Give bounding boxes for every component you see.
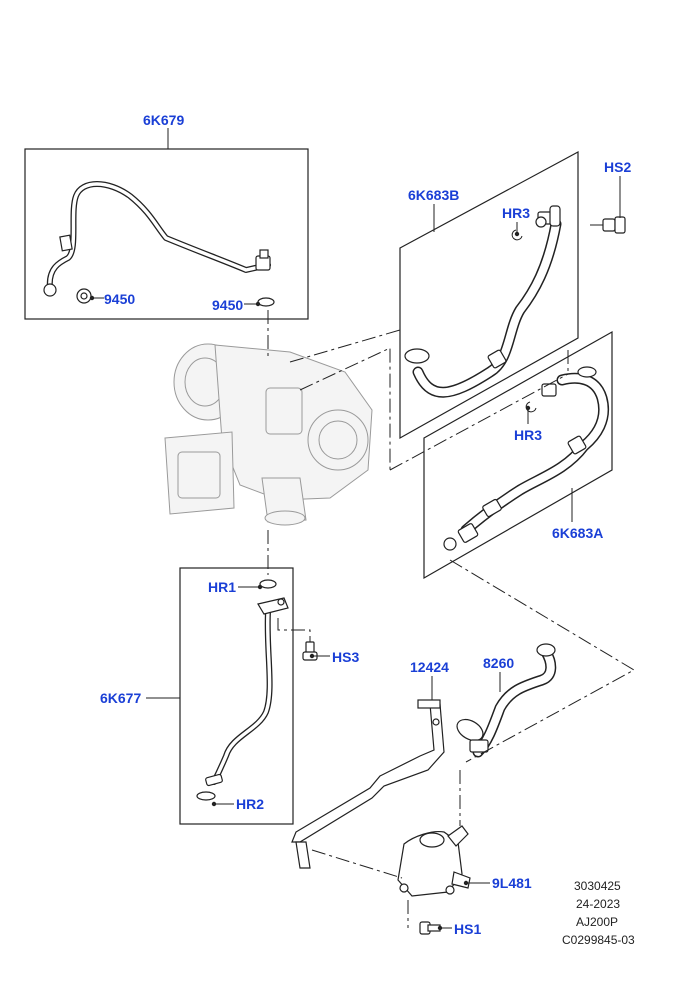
clip-hr3-a (511, 229, 523, 241)
label-hr3-b[interactable]: HR3 (514, 427, 542, 443)
label-9l481[interactable]: 9L481 (492, 875, 532, 891)
oil-feed-pipe-6k679 (43, 181, 271, 297)
coolant-hose-6k683b (404, 205, 562, 398)
label-6k679[interactable]: 6K679 (143, 112, 184, 128)
coolant-hose-6k683a (443, 366, 609, 551)
leader-lines (89, 128, 621, 931)
bolt-hs1 (419, 921, 441, 935)
bolt-hs3 (302, 641, 318, 661)
label-hr2[interactable]: HR2 (236, 796, 264, 812)
frame-6k683b (399, 150, 579, 440)
label-hr3-a[interactable]: HR3 (502, 205, 530, 221)
frame-6k677 (179, 567, 294, 825)
label-9450-a[interactable]: 9450 (104, 291, 135, 307)
assembly-lines (267, 310, 636, 928)
label-hs2[interactable]: HS2 (604, 159, 631, 175)
bracket-12424 (291, 699, 445, 869)
bolt-hs2 (590, 216, 626, 234)
label-hs1[interactable]: HS1 (454, 921, 481, 937)
note-line-2: 24-2023 (576, 897, 620, 911)
note-line-3: AJ200P (576, 915, 618, 929)
frame-6k679 (24, 148, 309, 320)
washer-9450-a (76, 288, 92, 304)
label-8260[interactable]: 8260 (483, 655, 514, 671)
label-hr1[interactable]: HR1 (208, 579, 236, 595)
note-line-4: C0299845-03 (562, 933, 635, 947)
label-9450-b[interactable]: 9450 (212, 297, 243, 313)
label-6k683a[interactable]: 6K683A (552, 525, 603, 541)
frame-6k683a (423, 330, 613, 580)
label-6k683b[interactable]: 6K683B (408, 187, 459, 203)
note-line-1: 3030425 (574, 879, 621, 893)
label-12424[interactable]: 12424 (410, 659, 449, 675)
label-6k677[interactable]: 6K677 (100, 690, 141, 706)
washer-9450-b (257, 297, 275, 307)
coolant-hose-8260 (456, 643, 557, 758)
gasket-hr1 (259, 579, 277, 589)
label-hs3[interactable]: HS3 (332, 649, 359, 665)
oil-drain-pipe-6k677 (205, 597, 289, 787)
coolant-housing-9l481 (397, 825, 471, 897)
turbocharger-illustration (164, 343, 373, 526)
gasket-hr2 (196, 791, 216, 801)
